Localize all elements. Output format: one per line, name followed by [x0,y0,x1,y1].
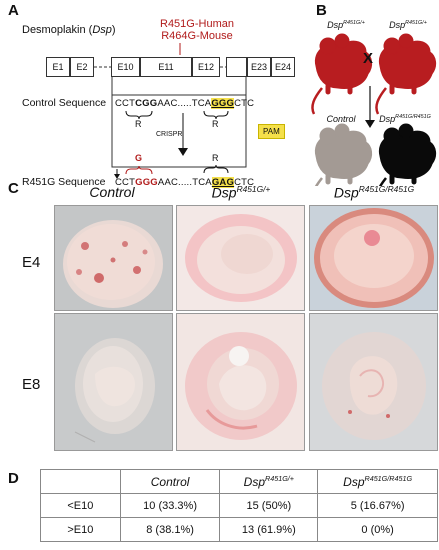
embryo-image-homo-e4 [309,205,438,311]
control-seq-post: CTC [234,98,255,109]
control-seq-pre: CCT [115,98,136,109]
mutation-label: R451G-Human R464G-Mouse [152,18,242,42]
mutation-mouse: R464G-Mouse [161,30,233,42]
row-head-e8: E8 [22,376,41,393]
r451g-seq-post: CTC [234,177,255,188]
panel-label-a: A [8,2,19,19]
table-header-het-genotype: R451G/+ [265,474,294,483]
r451g-seq-pre: CCT [115,177,136,188]
child-control-label: Control [326,114,356,124]
mutation-human: R451G-Human [160,18,234,30]
gene-title-suffix: ) [111,24,116,36]
table-cell: 0 (0%) [317,517,438,542]
child-mutant-gene: Dsp [379,114,396,124]
gene-symbol: Dsp [92,24,112,36]
table-row: >E10 8 (38.1%) 13 (61.9%) 0 (0%) [40,517,438,542]
exon-e12: E12 [192,57,220,77]
table-header-homo: DspR451G/R451G [317,469,438,494]
col-head-homo-genotype: R451G/R451G [358,184,415,194]
r451g-aa-label: G [135,153,143,163]
table-cell: 8 (38.1%) [119,517,221,542]
r451g-seq-mid: AAC.....TCA [157,177,212,188]
control-sequence-label: Control Sequence [22,97,107,109]
r451g-seq-pam: GAG [211,177,235,188]
table-cell: 5 (16.67%) [317,493,438,518]
exon-e11: E11 [140,57,192,77]
gene-title: Desmoplakin (Dsp) [22,24,116,36]
table-cell: 10 (33.3%) [119,493,221,518]
control-aa-label: R [135,119,142,129]
r451g-seq-codon: GGG [135,177,158,188]
table-row: <E10 10 (33.3%) 15 (50%) 5 (16.67%) [40,493,438,518]
parent-left-gene: Dsp [327,20,344,30]
exon-e23: E23 [247,57,271,77]
table-row-label: <E10 [40,493,121,518]
child-mutant-genotype: R451G/R451G [395,114,431,120]
mouse-child-homozygous [375,122,437,186]
col-head-homo-gene: Dsp [333,184,359,201]
table-row-label: >E10 [40,517,121,542]
mouse-cross-diagram [311,32,437,186]
panel-label-b: B [316,2,327,19]
table-header-homo-gene: Dsp [343,475,365,489]
exon-e24: E24 [271,57,295,77]
parent-right-genotype: R451G/+ [405,20,427,26]
r451g-pam-aa-label: R [212,153,219,163]
viability-table: Control DspR451G/+ DspR451G/R451G <E10 1… [40,469,438,542]
col-head-control: Control [89,184,135,200]
parent-right-gene: Dsp [389,20,406,30]
r451g-sequence-label: R451G Sequence [22,176,106,188]
control-pam-aa-label: R [212,119,219,129]
table-cell: 13 (61.9%) [219,517,319,542]
control-seq-pam: GGG [211,98,235,109]
table-header-empty [40,469,121,494]
embryo-image-het-e8 [176,313,305,451]
table-header-het: DspR451G/+ [219,469,319,494]
embryo-image-het-e4 [176,205,305,311]
panel-label-d: D [8,470,19,487]
parent-left-label: DspR451G/+ [316,20,376,30]
embryo-image-control-e4 [54,205,173,311]
pam-legend: PAM [258,124,285,139]
exon-e1-box: E1 [46,57,70,77]
control-sequence: CCTCGGAAC.....TCAGGGCTC [115,98,254,109]
control-seq-codon: CGG [135,98,158,109]
mouse-parent-left [311,32,373,116]
crispr-label: CRISPR [156,131,183,138]
col-head-homo: DspR451G/R451G [310,184,438,201]
control-seq-mid: AAC.....TCA [157,98,212,109]
cross-symbol: X [363,50,374,67]
mouse-child-control [311,122,373,186]
embryo-image-homo-e8 [309,313,438,451]
table-header-row: Control DspR451G/+ DspR451G/R451G [40,469,438,494]
embryo-image-control-e8 [54,313,173,451]
exon-e2: E2 [70,57,94,77]
col-head-het-gene: Dsp [211,184,237,201]
panel-label-c: C [8,180,19,197]
exon-e23-stub [226,57,247,77]
table-header-homo-genotype: R451G/R451G [364,474,413,483]
row-head-e4: E4 [22,254,41,271]
parent-left-genotype: R451G/+ [343,20,365,26]
table-cell: 15 (50%) [219,493,319,518]
child-mutant-label: DspR451G/R451G [372,114,438,124]
col-head-het-genotype: R451G/+ [236,184,271,194]
col-head-het: DspR451G/+ [176,184,306,201]
table-header-het-gene: Dsp [243,475,266,489]
exon-e10: E10 [111,57,140,77]
table-header-control: Control [119,469,221,494]
mouse-parent-right [375,32,437,116]
r451g-sequence: CCTGGGAAC.....TCAGAGCTC [115,177,254,188]
gene-title-prefix: Desmoplakin ( [22,24,93,36]
parent-right-label: DspR451G/+ [378,20,438,30]
